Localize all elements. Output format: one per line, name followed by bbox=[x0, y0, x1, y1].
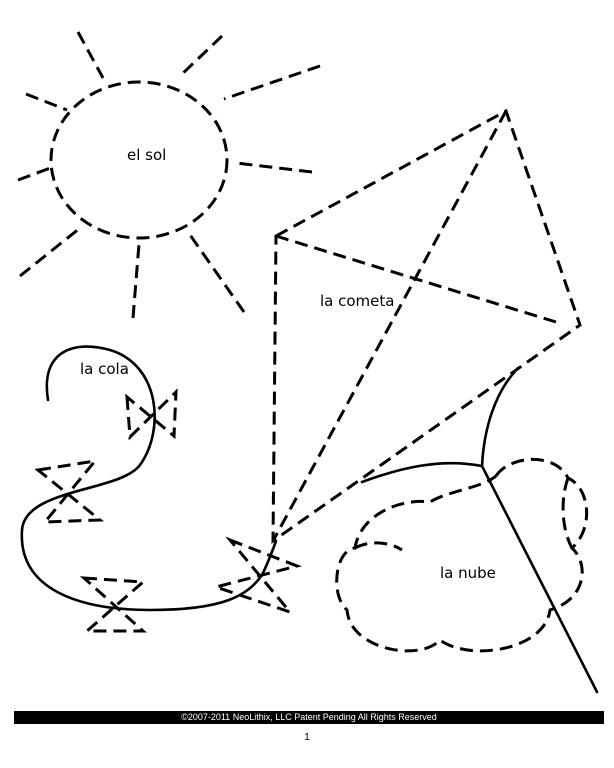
copyright-footer: ©2007-2011 NeoLithix, LLC Patent Pending… bbox=[14, 711, 604, 724]
sun-label: el sol bbox=[127, 146, 166, 164]
kite-outline bbox=[271, 108, 582, 544]
cloud-outline bbox=[335, 457, 588, 653]
kite-crossbar bbox=[275, 234, 557, 324]
sun-drawing: el sol bbox=[17, 31, 321, 319]
cloud-inner-curve-left bbox=[354, 541, 403, 552]
kite-spine bbox=[271, 110, 508, 542]
page-number: 1 bbox=[304, 732, 310, 743]
kite-label: la cometa bbox=[320, 292, 394, 310]
tail-bow-2 bbox=[34, 458, 105, 524]
kite-drawing: la cometa bbox=[271, 108, 582, 544]
cloud-drawing: la nube bbox=[335, 457, 588, 653]
cloud-inner-curve-right bbox=[561, 477, 574, 549]
tail-line bbox=[20, 345, 278, 612]
kite-string-upper bbox=[480, 366, 520, 468]
cloud-label: la nube bbox=[440, 564, 496, 582]
kite-string bbox=[360, 461, 599, 694]
sun-circle bbox=[49, 80, 229, 240]
tail-drawing: la cola bbox=[20, 345, 302, 633]
sun-rays bbox=[17, 31, 321, 319]
tail-label: la cola bbox=[80, 360, 129, 378]
tail-bow-4 bbox=[210, 536, 302, 616]
tail-bow-1 bbox=[125, 388, 178, 441]
